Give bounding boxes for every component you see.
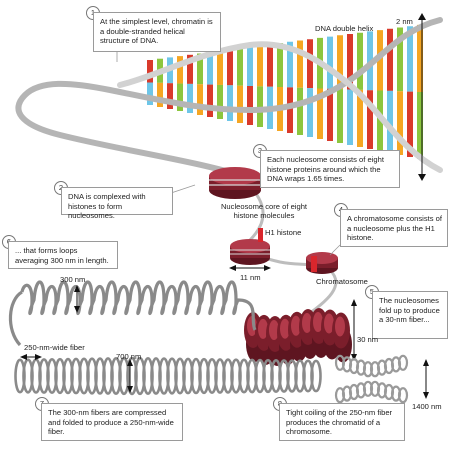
nucleosome-top	[209, 167, 261, 199]
h1-histone-label: H1 histone	[265, 228, 302, 237]
thirty-nm-label: 30 nm	[357, 335, 379, 344]
chromatosome-label: Chromatosome	[316, 277, 368, 286]
dna-backbone-strand-a	[15, 17, 443, 178]
linker-dna	[238, 173, 338, 322]
dna-helix-label: DNA double helix	[315, 24, 374, 33]
chromatid-coil	[397, 354, 409, 371]
fiber-250-label: 250-nm-wide fiber	[24, 343, 85, 352]
fiber-nucleosome	[332, 312, 352, 363]
eleven-nm-label: 11 nm	[240, 273, 261, 282]
chromatid-coil	[397, 387, 409, 404]
callout-5-text: The nucleosomes fold up to produce a 30-…	[372, 291, 448, 339]
callout-3-text: Each nucleosome consists of eight histon…	[260, 150, 400, 188]
two-nm-label: 2 nm	[396, 17, 413, 26]
callout-2-text: DNA is complexed with histones to form n…	[61, 187, 173, 220]
nucleosome-middle	[230, 239, 270, 265]
fourteen-hundred-nm-label: 1400 nm	[412, 402, 442, 411]
coil-segment	[310, 359, 322, 393]
callout-6-text: ... that forms loops averaging 300 nm in…	[8, 241, 118, 269]
thirty-nm-fiber	[244, 308, 352, 366]
three-hundred-nm-label: 300 nm	[60, 275, 86, 284]
callout-4-text: A chromatosome consists of a nucleosome …	[340, 209, 448, 247]
callout-7-text: The 300-nm fibers are compressed and fol…	[41, 403, 183, 441]
chromatosome-shape	[306, 252, 338, 274]
dna-backbone-strand-b	[117, 41, 443, 173]
loops-left-hang	[8, 290, 23, 347]
chromatid	[334, 354, 409, 404]
callout-1-text: At the simplest level, chromatin is a do…	[93, 12, 221, 52]
seven-hundred-nm-label: 700 nm	[116, 352, 142, 361]
two-fifty-nm-fiber	[14, 356, 322, 396]
callout-8-text: Tight coiling of the 250-nm fiber produc…	[279, 403, 405, 441]
h1-histone-marker	[258, 228, 263, 242]
nucleosome-core-label: Nucleosome core of eight histone molecul…	[220, 202, 308, 220]
three-hundred-nm-loops	[20, 280, 257, 331]
